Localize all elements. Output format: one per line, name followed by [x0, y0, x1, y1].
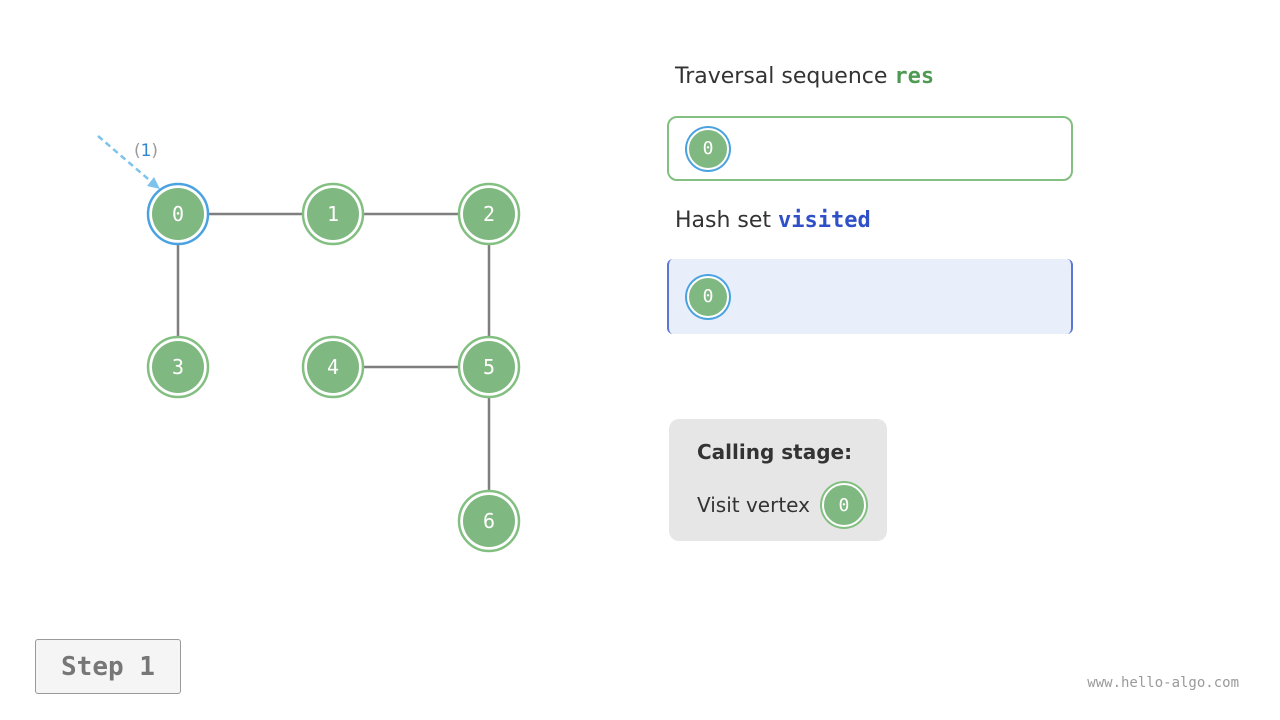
res-sequence-box: 0 [667, 116, 1073, 181]
visited-set-box: 0 [667, 259, 1073, 334]
res-item: 0 [687, 127, 729, 170]
stage-vertex: 0 [821, 483, 866, 527]
visited-title: Hash set visited [675, 208, 871, 233]
vertex-circle [307, 341, 359, 393]
calling-stage-panel: Calling stage: Visit vertex 0 [669, 419, 887, 541]
vertex-6: 6 [457, 489, 521, 553]
stage-text: Visit vertex [697, 493, 810, 517]
vertex-2: 2 [457, 182, 521, 246]
vertex-label: 1 [327, 202, 339, 226]
pointer-label: (1) [134, 141, 158, 161]
vertex-circle [463, 495, 515, 547]
vertex-label: 6 [483, 509, 495, 533]
visited-title-code: visited [778, 208, 871, 233]
vertex-label: 5 [483, 355, 495, 379]
vertex-label: 4 [327, 355, 339, 379]
visited-title-text: Hash set [675, 208, 772, 233]
vertex-1: 1 [301, 182, 365, 246]
res-title-code: res [894, 64, 935, 89]
vertex-label: 3 [172, 355, 184, 379]
res-title: Traversal sequence res [675, 64, 934, 89]
pointer-step-number: 1 [141, 141, 152, 161]
stage-title: Calling stage: [697, 440, 853, 464]
res-title-text: Traversal sequence [675, 64, 888, 89]
vertex-circle [307, 188, 359, 240]
vertex-circle [463, 188, 515, 240]
visited-item: 0 [687, 275, 729, 318]
vertex-circle [152, 188, 204, 240]
pointer-annotation: (1) [97, 135, 160, 189]
pointer-arrowhead [147, 177, 160, 189]
vertex-0: 0 [146, 182, 210, 246]
stage-row: Visit vertex 0 [697, 483, 866, 527]
watermark: www.hello-algo.com [1087, 675, 1239, 691]
pointer-arrow-line [97, 135, 155, 185]
vertex-circle [463, 341, 515, 393]
vertex-5: 5 [457, 335, 521, 399]
vertex-label: 2 [483, 202, 495, 226]
vertex-4: 4 [301, 335, 365, 399]
vertex-label: 0 [172, 202, 184, 226]
vertex-circle [152, 341, 204, 393]
vertex-3: 3 [146, 335, 210, 399]
graph-vertices: 0 1 2 3 4 5 6 [146, 182, 521, 553]
step-button[interactable]: Step 1 [35, 639, 181, 694]
